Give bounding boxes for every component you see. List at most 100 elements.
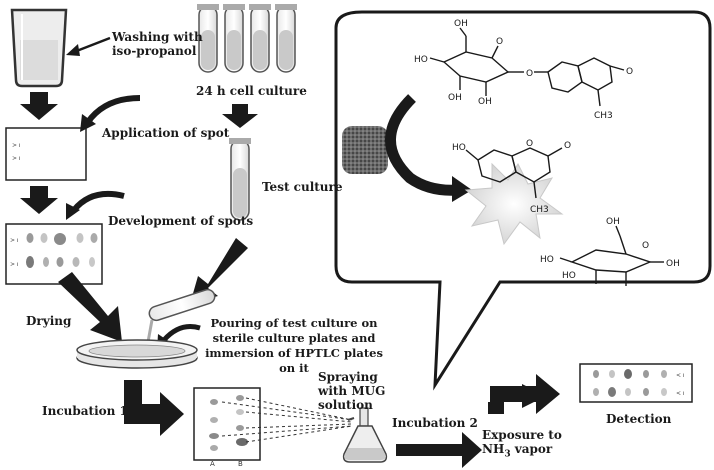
spot (236, 438, 248, 446)
spot (26, 233, 34, 243)
ho-label: HO (562, 271, 576, 281)
spot (72, 257, 80, 267)
enzyme-icon (342, 126, 388, 174)
hptlc-plate-incubated: A B (193, 387, 261, 468)
glucose-molecule (559, 225, 664, 286)
oh-label: OH (666, 259, 680, 269)
exposure-sub: 3 (504, 449, 511, 460)
incubation-arrow (396, 432, 482, 468)
diagonal-arrow (190, 238, 248, 304)
spot (625, 388, 631, 396)
spot (593, 370, 599, 378)
oh-label: OH (478, 97, 492, 107)
spot (236, 425, 244, 431)
spot (210, 417, 218, 423)
curved-arrow (71, 190, 125, 213)
test-culture-tube-icon (229, 138, 251, 221)
exposure-suffix: vapor (510, 442, 553, 456)
svg-text:> ı: > ı (12, 155, 21, 162)
pouring-label: Pouring of test culture on sterile cultu… (205, 316, 383, 375)
curved-arrow (162, 324, 201, 342)
reaction-arrowhead (452, 176, 472, 202)
spot (209, 433, 219, 439)
curved-arrow (85, 95, 141, 124)
lane-label-b: B (238, 460, 243, 468)
spot (661, 370, 667, 378)
development-label: Development of spots (108, 214, 254, 228)
spot (643, 370, 649, 378)
spot (43, 257, 49, 267)
ho-label: HO (540, 255, 554, 265)
spray-flask-icon (342, 407, 388, 463)
spot (661, 388, 667, 396)
application-label: Application of spot (102, 126, 230, 140)
spot (40, 233, 48, 243)
curved-arrowhead (66, 203, 80, 220)
spraying-label: Spraying with MUG solution (318, 370, 386, 412)
spot (210, 399, 218, 405)
test-culture-label: Test culture (262, 180, 343, 194)
svg-text:> ı: > ı (10, 261, 19, 268)
spot (609, 370, 615, 378)
down-arrow (20, 92, 58, 120)
ho-label: HO (414, 55, 428, 65)
incubation-arrow (124, 380, 184, 436)
exposure-label: Exposure to NH3 vapor (482, 428, 592, 461)
o-label: O (496, 37, 503, 47)
down-arrow (222, 104, 258, 128)
cell-culture-label: 24 h cell culture (196, 84, 307, 98)
oh-label: OH (606, 217, 620, 227)
o-label: O (564, 141, 571, 151)
spot (624, 369, 632, 379)
ch3-label: CH3 (530, 205, 549, 215)
incubation1-label: Incubation 1 (42, 404, 128, 418)
drying-label: Drying (26, 314, 72, 328)
oh-label: OH (448, 93, 462, 103)
detection-arrow (490, 374, 560, 414)
spot (643, 388, 649, 396)
spot (608, 387, 616, 397)
curved-arrowhead (80, 114, 96, 132)
o-label: O (642, 241, 649, 251)
beaker-icon (10, 8, 68, 88)
down-arrow (20, 186, 58, 214)
spot (89, 257, 95, 267)
spot (210, 445, 218, 451)
lane-label-a: A (210, 460, 215, 468)
petri-dish-icon (76, 339, 198, 369)
pouring-tube-icon (146, 288, 216, 343)
spot (26, 256, 34, 268)
o-label: O (626, 67, 633, 77)
spot (236, 395, 244, 401)
incubation2-label: Incubation 2 (392, 416, 478, 430)
diagonal-arrow (58, 272, 122, 342)
hptlc-plate-detected: < ı < ı (579, 363, 693, 403)
o-label: O (526, 69, 533, 79)
spot (76, 233, 84, 243)
spot (56, 257, 64, 267)
detection-label: Detection (606, 412, 672, 426)
spot (90, 233, 98, 243)
svg-text:> ı: > ı (10, 237, 19, 244)
ho-label: HO (452, 143, 466, 153)
exposure-prefix: Exposure to NH (482, 428, 562, 456)
svg-text:< ı: < ı (676, 390, 685, 397)
o-label: O (526, 139, 533, 149)
spot (593, 388, 599, 396)
pointer-arrow (73, 36, 111, 54)
hptlc-plate-developed: > ı > ı (5, 223, 103, 285)
methylumbelliferone-molecule (465, 147, 563, 199)
reaction-arrow (385, 94, 459, 196)
spot (54, 233, 66, 245)
svg-text:< ı: < ı (676, 372, 685, 379)
test-tubes-icon (197, 4, 297, 73)
mug-molecule (429, 27, 625, 107)
hptlc-plate-blank: > ı > ı (5, 127, 87, 181)
spray-lines (221, 397, 353, 443)
ch3-label: CH3 (594, 111, 613, 121)
pointer-arrowhead (66, 44, 80, 56)
oh-label: OH (454, 19, 468, 29)
washing-label: Washing with iso-propanol (112, 30, 203, 58)
svg-text:> ı: > ı (12, 142, 21, 149)
